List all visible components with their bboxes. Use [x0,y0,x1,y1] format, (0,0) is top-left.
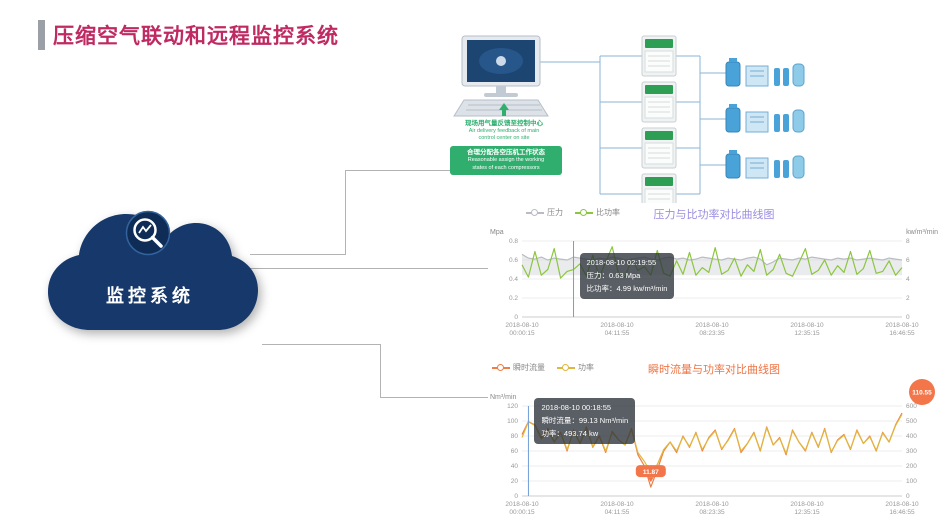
svg-text:0: 0 [514,314,518,321]
svg-text:2018-08-10: 2018-08-10 [790,501,824,508]
monitoring-cloud: 监控系统 [36,196,264,354]
feedback-caption-en2: control center on site [478,135,530,141]
svg-text:Mpa: Mpa [490,229,504,236]
chart-title: 瞬时流量与功率对比曲线图 [648,364,780,376]
svg-text:6: 6 [906,257,910,264]
page-title-block: 压缩空气联动和远程监控系统 [38,20,339,50]
svg-text:100: 100 [906,478,917,485]
magnifier-trend-icon [125,210,171,256]
svg-text:2018-08-10: 2018-08-10 [600,322,634,329]
assign-caption-en1: Reasonable assign the working [467,157,545,164]
svg-text:12:35:15: 12:35:15 [794,330,820,337]
svg-text:0.4: 0.4 [509,276,518,283]
chart-legend[interactable]: 瞬时流量 功率 [492,362,594,373]
legend-item[interactable]: 比功率 [575,207,620,218]
connector-line [345,170,455,171]
svg-text:2018-08-10: 2018-08-10 [695,501,729,508]
svg-text:16:46:55: 16:46:55 [889,509,915,516]
svg-text:120: 120 [507,403,518,410]
svg-text:2018-08-10: 2018-08-10 [695,322,729,329]
compressor-unit [641,127,677,169]
svg-text:110.55: 110.55 [912,390,932,397]
connector-line [345,170,346,255]
up-arrow-icon [498,103,510,116]
svg-text:08:23:35: 08:23:35 [699,330,725,337]
cloud-shape [48,214,258,330]
svg-text:08:23:35: 08:23:35 [699,509,725,516]
chart-plot-area[interactable]: 0 20 40 60 80 100 120 0 100 200 300 400 500 600 Nm³/mi… [488,366,940,524]
svg-text:200: 200 [906,463,917,470]
chart-plot-area[interactable]: 0 0.2 0.4 0.6 0.8 0 2 4 6 8 Mpa kw/m³/min 2018-08-10… [488,211,940,343]
svg-text:00:00:15: 00:00:15 [509,330,535,337]
assign-states-box: 合理分配各空压机工作状态 Reasonable assign the worki… [450,146,562,175]
system-diagram [453,35,805,215]
page-title: 压缩空气联动和远程监控系统 [53,25,339,48]
air-treatment-unit [725,150,805,179]
connector-line [380,397,497,398]
connector-line [250,268,488,269]
connector-line [250,254,346,255]
svg-text:0: 0 [514,493,518,500]
svg-text:60: 60 [511,448,519,455]
svg-text:40: 40 [511,463,519,470]
svg-text:kw/m³/min: kw/m³/min [906,229,938,236]
feedback-caption-en1: Air delivery feedback of main [468,128,540,135]
svg-text:2018-08-10: 2018-08-10 [600,501,634,508]
svg-text:400: 400 [906,433,917,440]
svg-text:04:11:55: 04:11:55 [605,509,630,516]
svg-text:0.2: 0.2 [509,295,518,302]
svg-text:2018-08-10: 2018-08-10 [505,501,539,508]
compressor-unit [641,35,677,77]
air-treatment-unit [725,104,805,133]
svg-text:2018-08-10: 2018-08-10 [790,322,824,329]
svg-text:2018-08-10: 2018-08-10 [505,322,539,329]
cloud-label: 监控系统 [106,286,194,306]
feedback-caption-cn: 现场用气量反馈至控制中心 [465,120,543,127]
legend-item[interactable]: 瞬时流量 [492,362,545,373]
svg-text:Nm³/min: Nm³/min [490,394,517,401]
svg-text:2018-08-10: 2018-08-10 [885,322,919,329]
flow-power-chart[interactable]: 瞬时流量 功率 瞬时流量与功率对比曲线图 0 20 40 60 80 100 120 0 100 2… [488,358,940,529]
svg-text:0: 0 [906,314,910,321]
svg-text:20: 20 [511,478,519,485]
connector-line [262,344,381,345]
compressor-unit [641,81,677,123]
svg-text:2: 2 [906,295,910,302]
feedback-caption: 现场用气量反馈至控制中心 Air delivery feedback of ma… [448,120,560,142]
svg-text:600: 600 [906,403,917,410]
diagram-connections [540,55,726,195]
svg-text:300: 300 [906,448,917,455]
connector-line [380,344,381,398]
chart-legend[interactable]: 压力 比功率 [526,207,620,218]
title-accent-bar [38,20,45,50]
pressure-specific-power-chart[interactable]: 压力 比功率 压力与比功率对比曲线图 0 0.2 0.4 0.6 0.8 0 2 4 6 8 Mpa k… [488,203,940,353]
svg-text:0.8: 0.8 [509,238,518,245]
svg-text:4: 4 [906,276,910,283]
svg-text:0: 0 [906,493,910,500]
svg-text:16:46:55: 16:46:55 [889,330,915,337]
chart-title: 压力与比功率对比曲线图 [653,209,775,221]
svg-text:100: 100 [507,418,518,425]
svg-text:11.87: 11.87 [643,469,659,476]
svg-text:8: 8 [906,238,910,245]
assign-caption-cn: 合理分配各空压机工作状态 [467,149,545,156]
legend-item[interactable]: 压力 [526,207,563,218]
svg-text:2018-08-10: 2018-08-10 [885,501,919,508]
svg-text:00:00:15: 00:00:15 [509,509,535,516]
svg-text:12:35:15: 12:35:15 [794,509,820,516]
svg-text:500: 500 [906,418,917,425]
assign-caption-en2: states of each compressors [472,164,540,171]
svg-text:0.6: 0.6 [509,257,518,264]
svg-text:04:11:55: 04:11:55 [605,330,630,337]
legend-item[interactable]: 功率 [557,362,594,373]
air-treatment-unit [725,58,805,87]
svg-text:80: 80 [511,433,519,440]
